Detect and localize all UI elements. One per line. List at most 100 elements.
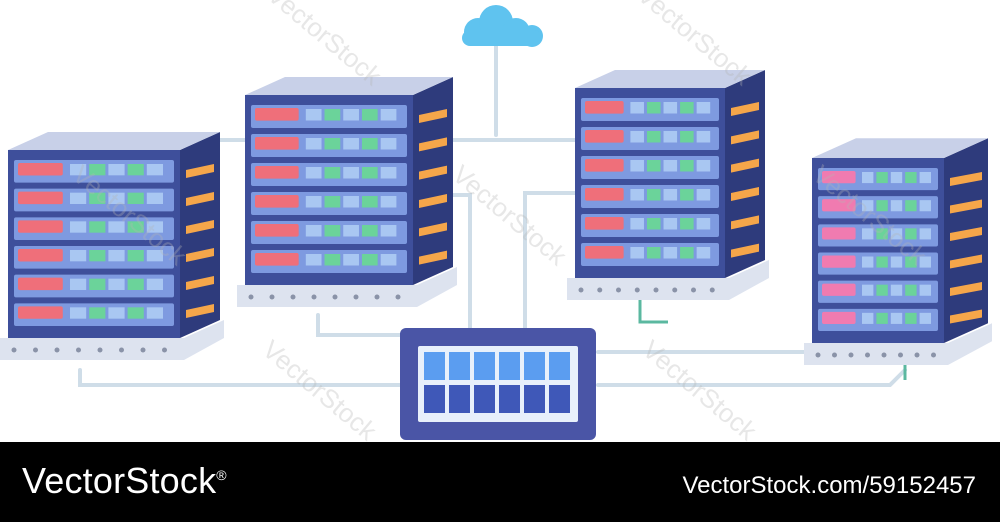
server-indicator (380, 109, 397, 121)
server-led (822, 283, 856, 296)
server-led (585, 188, 624, 201)
vent-dot (140, 347, 146, 353)
server-indicator (862, 256, 874, 268)
server-indicator (696, 160, 711, 172)
side-slot (419, 250, 447, 265)
server-indicator (646, 189, 661, 201)
side-slot (186, 164, 214, 178)
link-rack3-switch (523, 191, 592, 332)
server-indicator (890, 228, 903, 240)
server-led (255, 253, 299, 266)
server-indicator (380, 254, 397, 266)
link-rack2-base (316, 313, 407, 337)
server-indicator (696, 218, 711, 230)
server-indicator (108, 250, 125, 262)
vent-dot (914, 352, 920, 358)
server-indicator (876, 228, 888, 240)
illustration-svg (0, 5, 992, 440)
server-indicator (876, 200, 888, 212)
server-indicator (305, 225, 322, 237)
switch-port (499, 352, 520, 380)
image-reference: VectorStock.com/59152457 (682, 472, 976, 499)
server-indicator (108, 307, 125, 319)
server-indicator (127, 221, 144, 233)
server-indicator (630, 189, 644, 201)
server-led (18, 249, 63, 262)
side-slot (419, 165, 447, 180)
server-led (585, 246, 624, 259)
server-indicator (108, 221, 125, 233)
server-led (822, 227, 856, 240)
server-indicator (305, 167, 322, 179)
vent-dot (119, 347, 124, 353)
side-slot (186, 248, 214, 262)
server-indicator (89, 164, 106, 176)
server-led (585, 101, 624, 114)
server-indicator (905, 172, 917, 184)
side-slot (731, 215, 759, 230)
vent-dot (162, 347, 167, 353)
server-indicator (862, 200, 874, 212)
server-indicator (680, 160, 694, 172)
side-slot (731, 187, 759, 201)
server-indicator (127, 307, 144, 319)
server-indicator (630, 218, 644, 230)
side-slot (950, 199, 982, 214)
server-led (822, 199, 856, 212)
switch-port (474, 385, 495, 413)
side-slot (731, 158, 759, 173)
side-slot (419, 222, 447, 237)
server-indicator (127, 278, 144, 290)
server-indicator (696, 247, 711, 259)
vent-dot (815, 352, 821, 358)
server-indicator (361, 167, 378, 179)
server-indicator (919, 312, 931, 324)
link-rack1-switch (78, 368, 407, 387)
server-rack-icon (0, 132, 224, 360)
server-indicator (905, 228, 917, 240)
vent-dot (709, 287, 715, 293)
vent-dot (374, 294, 380, 300)
network-illustration: VectorStock VectorStock VectorStock Vect… (0, 0, 992, 446)
server-led (255, 195, 299, 208)
server-indicator (70, 164, 87, 176)
brand-mark: ® (216, 467, 227, 483)
server-indicator (663, 102, 678, 114)
server-led (18, 277, 63, 291)
server-indicator (876, 256, 888, 268)
server-led (255, 224, 299, 237)
switch-port (549, 385, 570, 413)
server-indicator (324, 225, 341, 237)
side-slot (186, 304, 214, 318)
server-indicator (361, 109, 378, 121)
server-indicator (343, 138, 359, 150)
server-led (822, 311, 856, 325)
server-indicator (663, 160, 678, 172)
brand-logo: VectorStock® (22, 460, 227, 502)
vent-dot (653, 287, 659, 293)
server-indicator (146, 307, 163, 319)
server-indicator (905, 256, 917, 268)
server-indicator (905, 284, 917, 296)
server-indicator (646, 218, 661, 230)
server-indicator (324, 196, 341, 208)
server-indicator (919, 200, 931, 212)
server-led (18, 191, 63, 205)
server-indicator (70, 307, 87, 319)
server-indicator (89, 278, 106, 290)
rack-top (812, 138, 988, 158)
server-indicator (646, 247, 661, 259)
server-indicator (680, 189, 694, 201)
server-led (585, 159, 624, 172)
side-slot (419, 109, 447, 123)
server-indicator (905, 312, 917, 324)
server-indicator (361, 254, 378, 266)
side-slot (186, 192, 214, 206)
server-led (255, 108, 299, 121)
vent-dot (269, 294, 275, 300)
server-led (18, 220, 63, 233)
vent-dot (395, 294, 401, 300)
server-indicator (663, 247, 678, 259)
cloud-icon (462, 5, 543, 47)
server-indicator (108, 192, 125, 204)
